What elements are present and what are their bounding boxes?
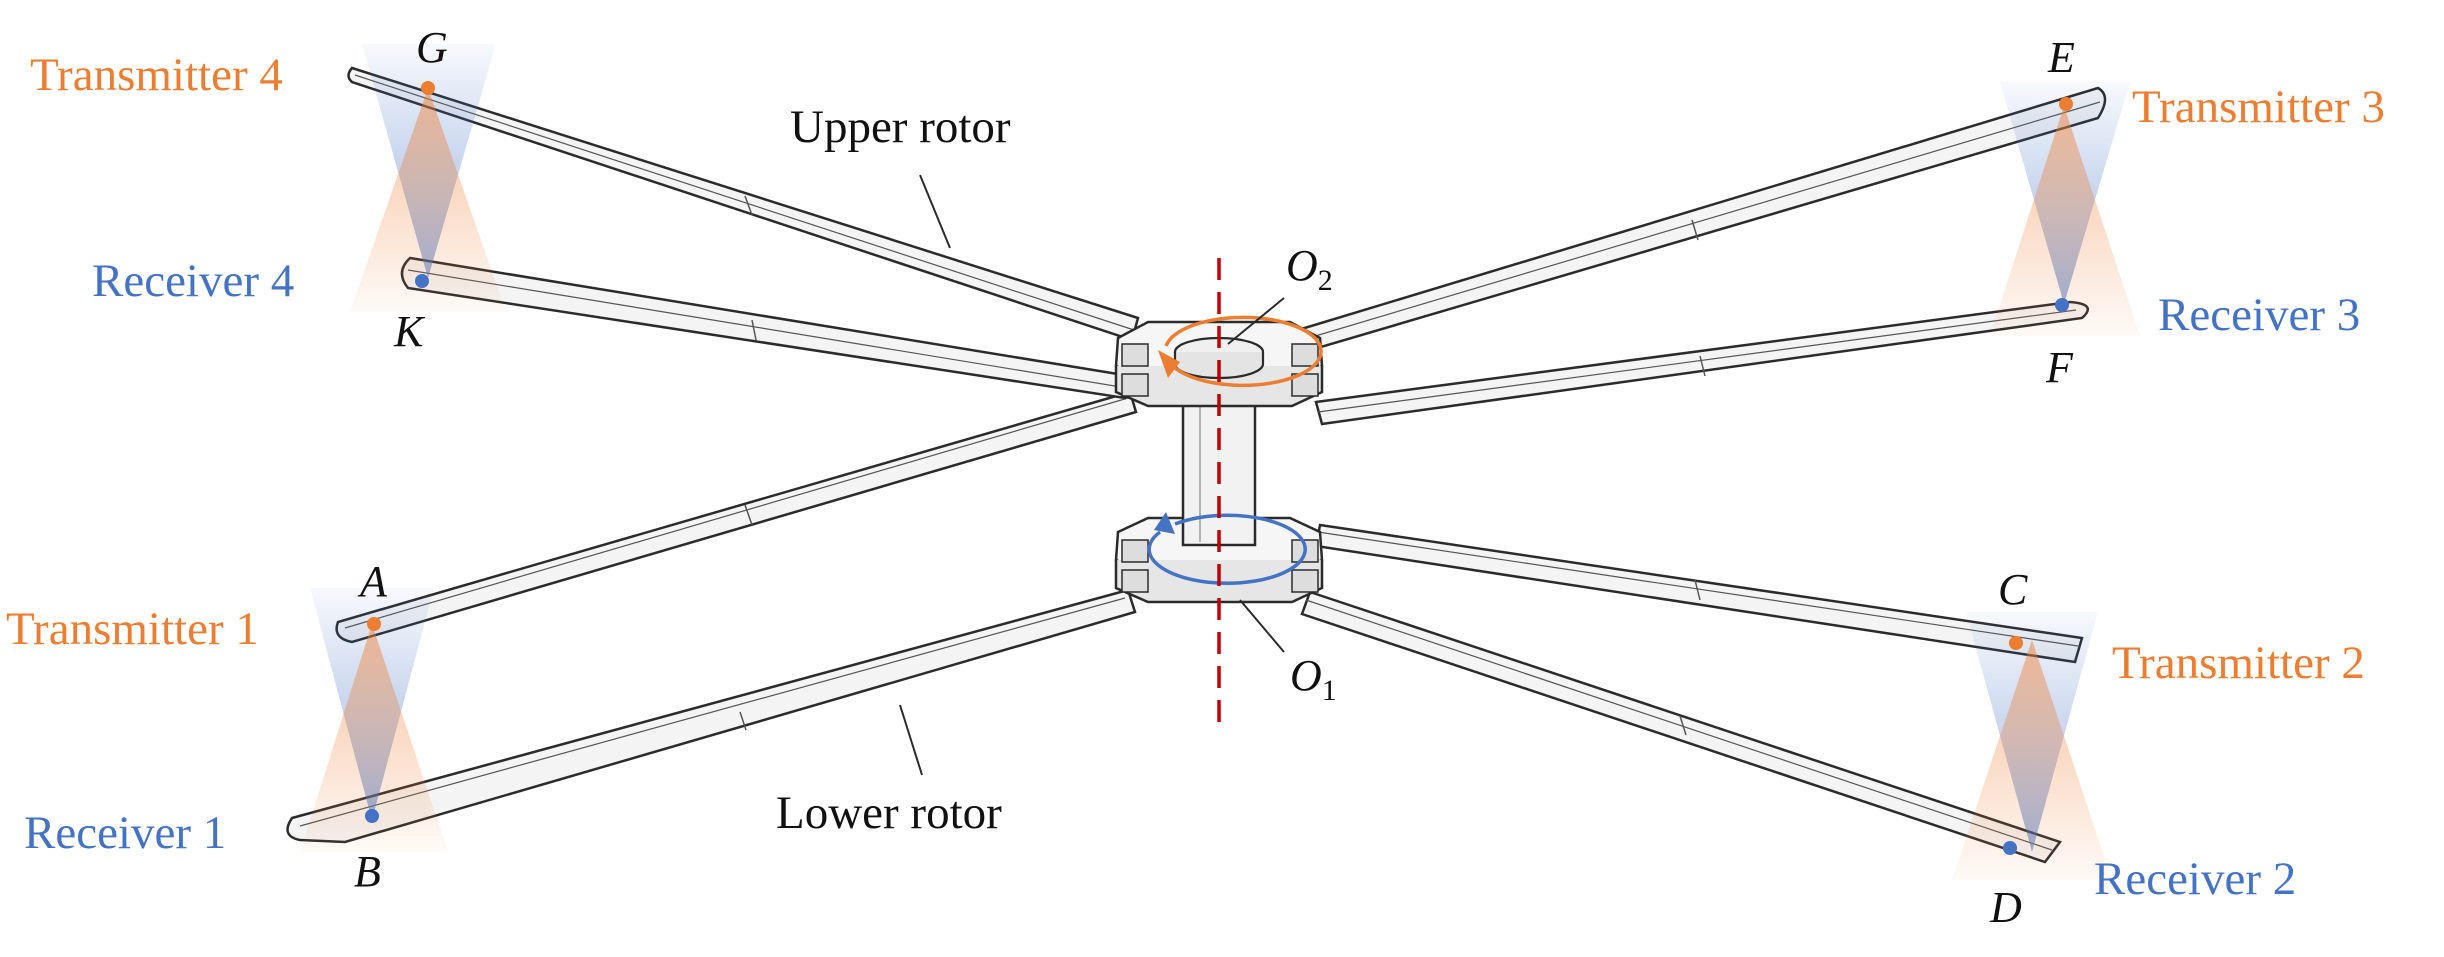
upper-blade-f xyxy=(1314,300,2090,426)
point-e: E xyxy=(2047,33,2075,82)
o2-leader xyxy=(1227,297,1285,345)
point-c: C xyxy=(1998,565,2028,614)
lower-rotation-arrow xyxy=(1147,512,1307,585)
o1-leader xyxy=(1239,599,1285,653)
point-o2: O2 xyxy=(1286,241,1333,297)
upper-blade-g xyxy=(347,66,1140,342)
receiver-2-dot xyxy=(2003,841,2017,855)
upper-rotor-label: Upper rotor xyxy=(790,101,1011,153)
lower-rotor xyxy=(286,390,2084,864)
transmitter-1-label: Transmitter 1 xyxy=(6,603,259,655)
receiver-1-label: Receiver 1 xyxy=(24,807,226,859)
point-b: B xyxy=(354,847,381,896)
beam-pair-1 xyxy=(300,588,448,852)
upper-rotation-arrow xyxy=(1158,315,1323,388)
point-d: D xyxy=(1989,883,2022,932)
transmitter-3-label: Transmitter 3 xyxy=(2132,81,2385,133)
beam-pair-3 xyxy=(1990,82,2140,336)
point-f: F xyxy=(2045,343,2074,392)
lower-rotor-leader xyxy=(899,704,923,776)
receiver-4-label: Receiver 4 xyxy=(92,255,294,307)
receiver-4-dot xyxy=(415,274,429,288)
transmitter-4-label: Transmitter 4 xyxy=(30,49,283,101)
transmitter-3-dot xyxy=(2059,97,2073,111)
upper-blade-k xyxy=(400,256,1132,400)
receiver-3-label: Receiver 3 xyxy=(2158,289,2360,341)
transmitter-2-dot xyxy=(2009,636,2023,650)
transmitter-4-dot xyxy=(421,81,435,95)
upper-rotor-leader xyxy=(919,174,951,249)
transmitter-2-label: Transmitter 2 xyxy=(2112,637,2365,689)
lower-blade-a xyxy=(335,390,1138,644)
beam-pair-2 xyxy=(1952,612,2112,880)
lower-rotor-label: Lower rotor xyxy=(776,787,1002,839)
receiver-2-label: Receiver 2 xyxy=(2094,853,2296,905)
beam-pair-4 xyxy=(350,44,506,312)
point-k: K xyxy=(393,307,426,356)
point-a: A xyxy=(357,557,388,606)
receiver-1-dot xyxy=(365,809,379,823)
point-g: G xyxy=(416,23,448,72)
receiver-3-dot xyxy=(2055,298,2069,312)
transmitter-1-dot xyxy=(367,617,381,631)
point-o1: O1 xyxy=(1290,651,1337,707)
upper-rotor xyxy=(347,66,2107,426)
